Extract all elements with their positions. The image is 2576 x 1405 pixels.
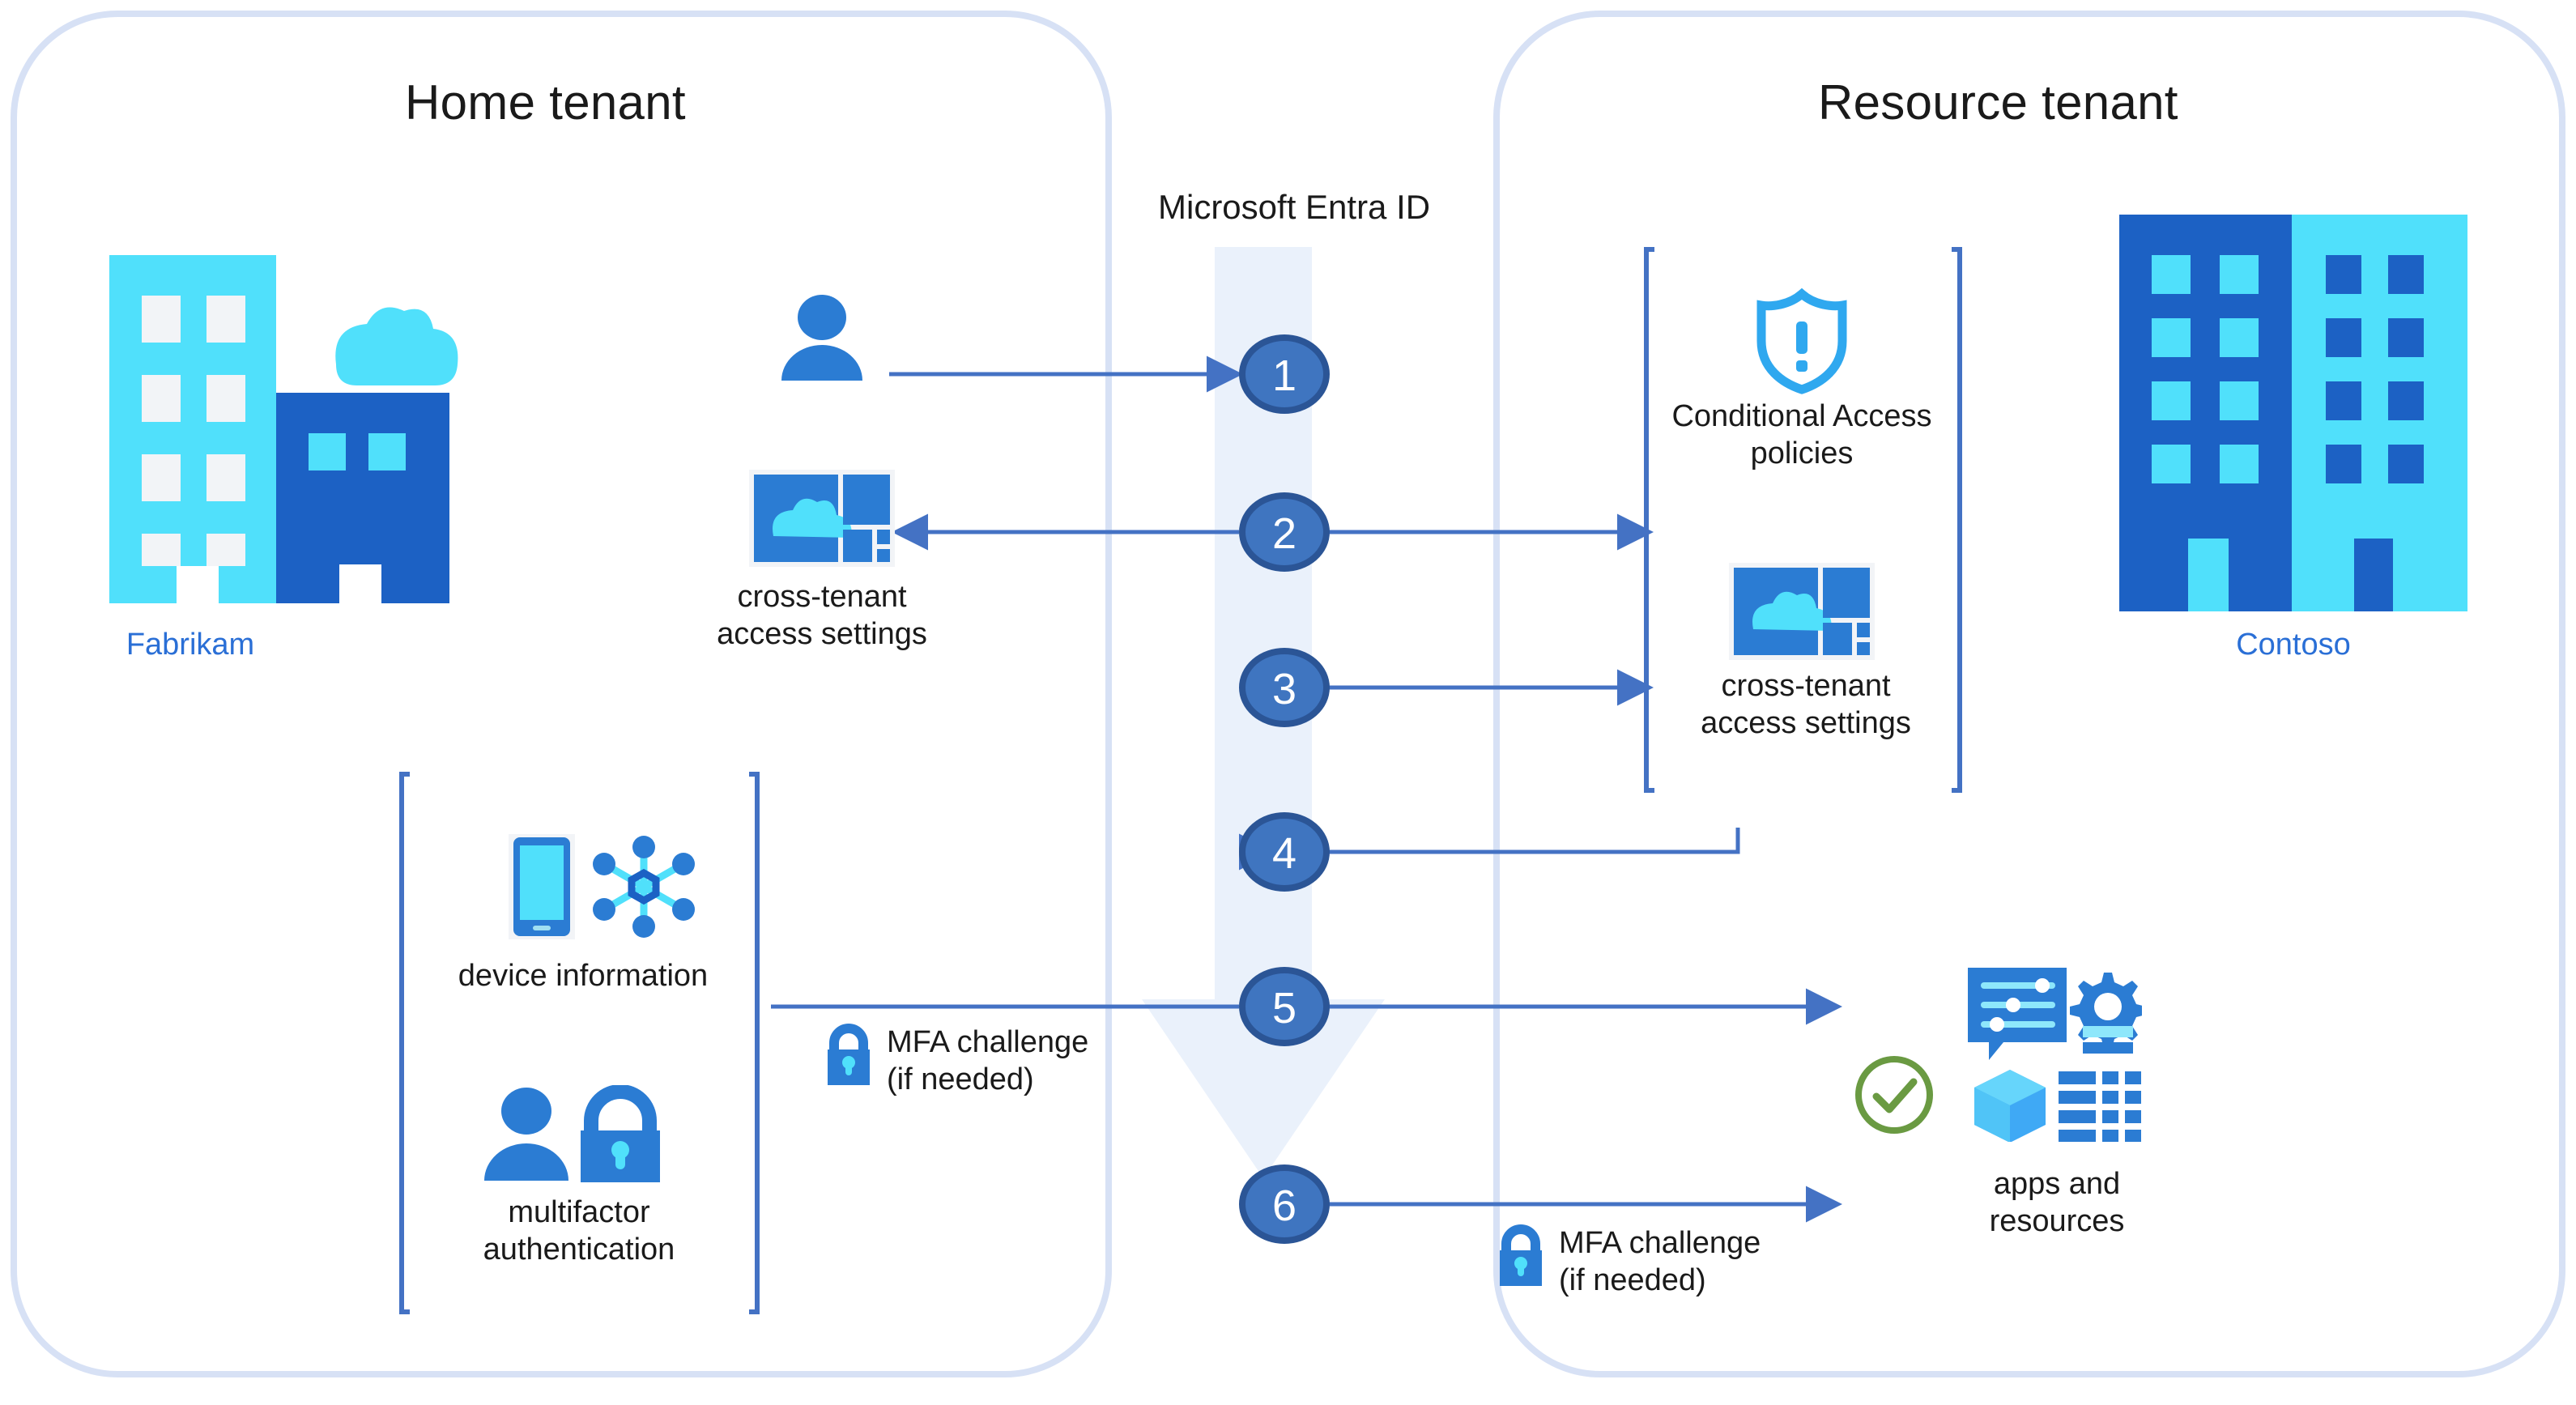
- step-3-number: 3: [1272, 665, 1297, 713]
- apps-and-resources-icon: [1968, 968, 2146, 1143]
- padlock-icon: [1500, 1224, 1542, 1286]
- apps-and-resources-group: [1968, 968, 2146, 1146]
- resource-tenant-title: Resource tenant: [1818, 75, 2178, 130]
- home-capability-bracket: [399, 772, 410, 1314]
- home-tenant-panel: [11, 11, 1112, 1377]
- shield-exclamation-icon: [1756, 287, 1847, 394]
- step-marker-5: 5: [1239, 967, 1330, 1046]
- cross-tenant-settings-icon: [1729, 563, 1875, 660]
- cross-tenant-right-group: [1729, 563, 1875, 664]
- fabrikam-group: [101, 231, 482, 624]
- network-hub-icon: [593, 836, 695, 938]
- center-entra-label: Microsoft Entra ID: [1158, 188, 1431, 226]
- check-group: [1852, 1053, 1936, 1141]
- user-icon: [484, 1088, 568, 1181]
- step-1-number: 1: [1272, 351, 1297, 400]
- device-information-group: [502, 834, 705, 943]
- step-4-number: 4: [1272, 829, 1297, 878]
- check-circle-icon: [1855, 1056, 1933, 1134]
- home-tenant-title: Home tenant: [405, 75, 686, 130]
- step-marker-4: 4: [1239, 812, 1330, 892]
- office-buildings-icon: [109, 255, 458, 603]
- apps-and-resources-label: apps and resources: [1989, 1167, 2125, 1238]
- mfa-challenge-left-label: MFA challenge (if needed): [887, 1025, 1089, 1096]
- mfa-challenge-left-group: [818, 1022, 879, 1096]
- mobile-device-icon: [509, 834, 695, 939]
- mfa-challenge-right-group: [1490, 1223, 1552, 1296]
- resource-policy-bracket-right: [1952, 247, 1962, 793]
- data-grid-icon: [2059, 1071, 2141, 1143]
- resource-policy-bracket-left: [1644, 247, 1654, 793]
- conditional-access-group: [1753, 287, 1850, 398]
- mfa-icon: [484, 1084, 660, 1182]
- cube-icon: [1974, 1070, 2046, 1143]
- device-information-label: device information: [458, 959, 709, 993]
- contoso-group: [2119, 215, 2467, 615]
- step-6-number: 6: [1272, 1181, 1297, 1230]
- step-marker-3: 3: [1239, 648, 1330, 727]
- fabrikam-label: Fabrikam: [126, 628, 255, 662]
- cross-tenant-right-label: cross-tenant access settings: [1701, 669, 1911, 740]
- step-marker-6: 6: [1239, 1164, 1330, 1244]
- conditional-access-label: Conditional Access policies: [1671, 399, 1932, 470]
- cross-tenant-left-group: [749, 470, 895, 571]
- multifactor-authentication-label: multifactor authentication: [483, 1195, 675, 1267]
- step-2-number: 2: [1272, 509, 1297, 558]
- step-5-number: 5: [1272, 984, 1297, 1032]
- padlock-icon: [581, 1084, 660, 1182]
- cross-tenant-settings-icon: [749, 470, 895, 567]
- app-settings-icon: [1968, 968, 2067, 1060]
- office-buildings-icon: [2119, 215, 2467, 611]
- multifactor-authentication-group: [478, 1084, 680, 1190]
- contoso-label: Contoso: [2236, 628, 2351, 662]
- step-marker-1: 1: [1239, 334, 1330, 414]
- mfa-challenge-right-label: MFA challenge (if needed): [1559, 1226, 1761, 1297]
- home-capability-bracket-right: [749, 772, 760, 1314]
- user-group: [773, 292, 871, 393]
- step-marker-2: 2: [1239, 492, 1330, 572]
- user-icon: [781, 295, 862, 381]
- padlock-icon: [828, 1024, 870, 1085]
- resource-tenant-panel: [1493, 11, 2565, 1377]
- cross-tenant-left-label: cross-tenant access settings: [717, 580, 927, 651]
- connector-step-4: [1238, 828, 1740, 871]
